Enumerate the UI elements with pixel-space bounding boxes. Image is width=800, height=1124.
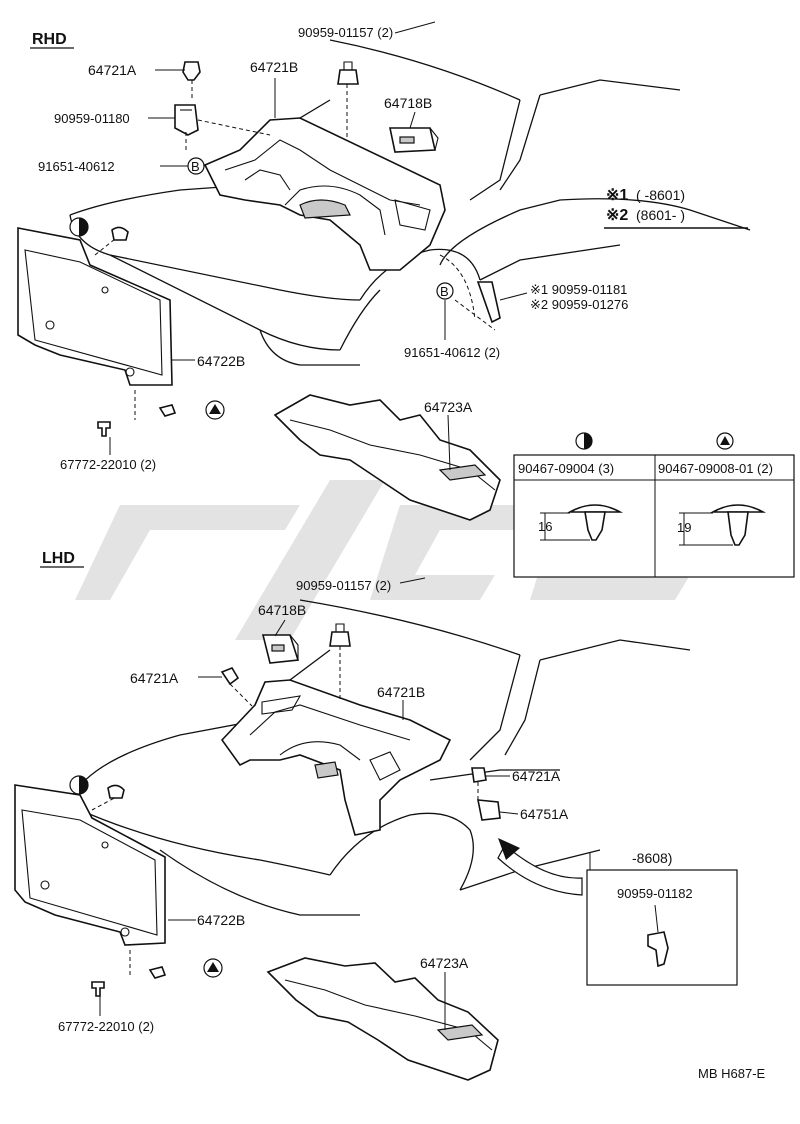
inset-arrow [497,838,583,896]
legend-mark-2: ※2 [606,207,628,224]
inset-part: 90959-01182 [617,886,693,901]
label-64722B: 64722B [197,353,245,369]
rhd-screw-67772 [97,421,111,437]
label-64722B: 64722B [197,912,245,928]
lhd-panel-64721B [220,679,452,836]
rhd-tag-64718B [389,127,439,153]
lhd-section: LHD [14,550,738,1081]
label-64721B: 64721B [377,684,425,700]
b-callout-label: B [191,159,200,174]
lhd-clip-90959-01157 [329,623,351,647]
b-callout-label: B [440,284,449,299]
label-67772-22010: 67772-22010 (2) [60,457,156,472]
rhd-panel-64722B [17,227,173,386]
lhd-clip-64721A-right [471,767,487,783]
lhd-clip-half [107,784,125,799]
b-callout-icon: B [436,282,454,300]
label-90959-01157: 90959-01157 (2) [296,578,391,593]
half-circle-icon [575,432,593,450]
lhd-clip-triangle [148,966,167,979]
rhd-clip-64721A [182,61,201,81]
legend-range-2: (8601- ) [636,207,685,223]
rhd-mat-64723A [273,394,501,521]
clip-table: 90467-09004 (3) 90467-09008-01 (2) 16 19 [513,432,795,578]
rhd-panel-64721B [203,117,446,271]
lhd-mat-64723A [266,957,499,1081]
label-90959-01157: 90959-01157 (2) [298,25,393,40]
lhd-bracket-64751A [477,799,501,821]
clip-col2-dim: 19 [677,520,691,535]
clip-col2-header: 90467-09008-01 (2) [658,461,773,476]
rhd-clip-half [111,226,129,241]
label-note-2: ※2 90959-01276 [530,297,628,312]
lhd-screw-67772 [91,981,105,997]
label-67772-22010: 67772-22010 (2) [58,1019,154,1034]
legend-range-1: ( -8601) [636,187,685,203]
lhd-inset: -8608) 90959-01182 [586,850,738,986]
lhd-heading: LHD [42,550,75,567]
footer-code: MB H687-E [698,1066,766,1081]
label-64723A: 64723A [420,955,469,971]
lhd-tag-64718B [261,634,300,664]
label-90959-01180: 90959-01180 [54,111,130,126]
label-64718B: 64718B [258,602,306,618]
label-64751A: 64751A [520,806,569,822]
label-91651-40612-2: 91651-40612 (2) [404,345,500,360]
rhd-legend: ※1 ( -8601) ※2 (8601- ) [604,187,748,229]
inset-range: -8608) [632,850,672,866]
label-64721A: 64721A [88,62,137,78]
label-64721A-right: 64721A [512,768,561,784]
label-64723A: 64723A [424,399,473,415]
half-circle-icon [69,775,89,795]
triangle-icon [205,400,225,420]
rhd-clip-triangle [158,404,177,417]
rhd-heading: RHD [32,31,67,48]
label-64718B: 64718B [384,95,432,111]
label-64721A-left: 64721A [130,670,179,686]
rhd-section: RHD [17,21,751,521]
triangle-icon [716,432,734,450]
rhd-bracket-right [476,281,501,324]
clip-09004-drawing [540,504,624,541]
rhd-clip-90959-01157 [337,61,359,85]
rhd-bracket-90959-01180 [174,104,199,136]
lhd-panel-64722B [14,784,166,946]
clip-09008-drawing [679,504,767,546]
label-91651-40612: 91651-40612 [38,159,115,174]
label-64721B: 64721B [250,59,298,75]
b-callout-icon: B [187,157,205,175]
legend-mark-1: ※1 [606,187,628,204]
label-note-1: ※1 90959-01181 [530,282,627,297]
half-circle-icon [69,217,89,237]
clip-col1-header: 90467-09004 (3) [518,461,614,476]
clip-col1-dim: 16 [538,519,552,534]
triangle-icon [203,958,223,978]
lhd-clip-64721A-left [220,667,240,686]
